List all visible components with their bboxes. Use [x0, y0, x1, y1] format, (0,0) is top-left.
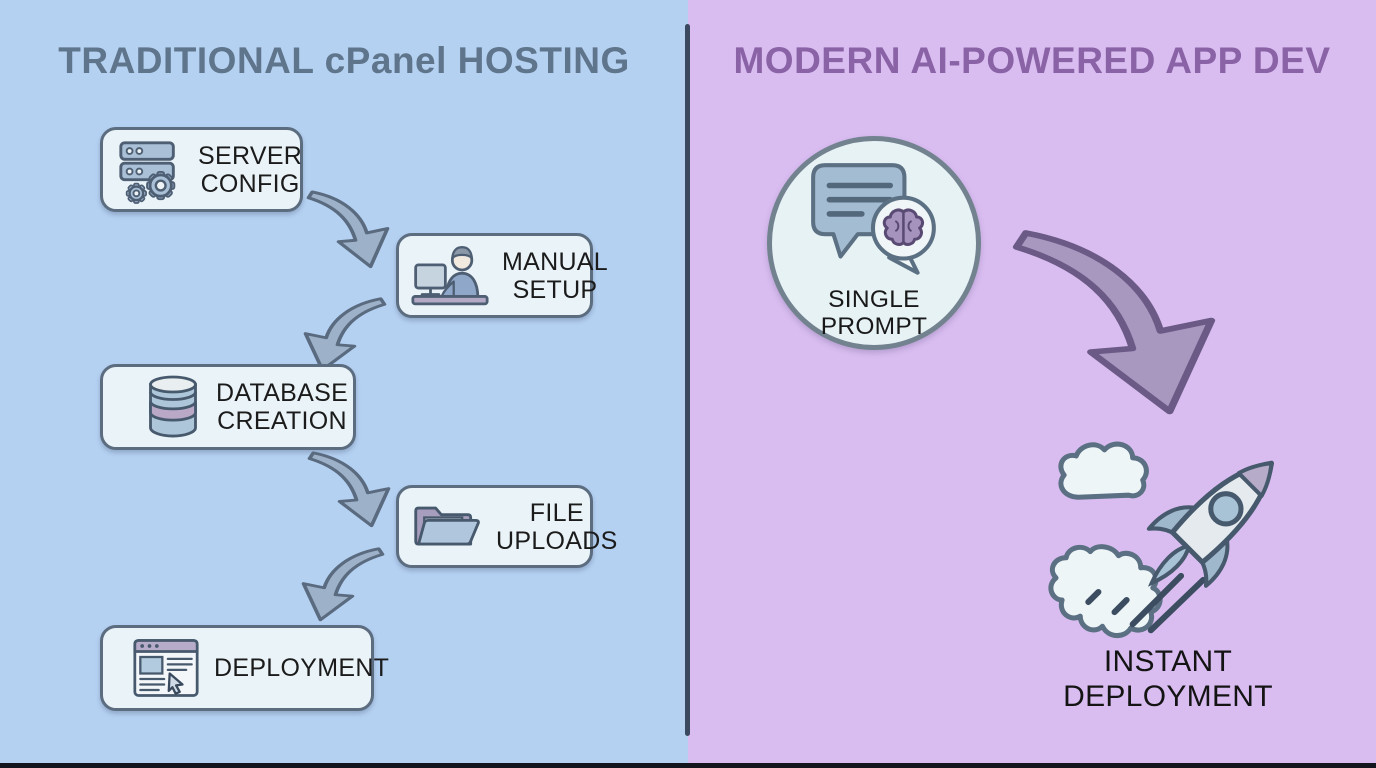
smoke-cloud-icon: [1048, 544, 1163, 639]
right-panel-background: [688, 0, 1376, 768]
cursor-icon: [167, 672, 184, 695]
step-label: DATABASE CREATION: [216, 379, 349, 435]
server-icon: [115, 135, 185, 205]
gear-icon: [125, 170, 176, 204]
big-purple-arrow-icon: [998, 226, 1230, 422]
step-label: DEPLOYMENT: [214, 654, 390, 682]
person-at-computer-icon: [411, 242, 489, 310]
brain-icon: [882, 208, 925, 246]
step-file-uploads: FILE UPLOADS: [396, 485, 617, 568]
database-icon: [143, 373, 203, 441]
right-panel-title: MODERN AI-POWERED APP DEV: [733, 40, 1331, 81]
step-label: MANUAL SETUP: [502, 247, 608, 304]
flow-arrow-icon: [296, 546, 390, 624]
single-prompt-label: SINGLE PROMPT: [820, 286, 928, 340]
rocket-flame-icon: [1147, 543, 1192, 587]
chat-bubble-brain-icon: [803, 157, 945, 285]
flow-arrow-icon: [302, 450, 396, 530]
flow-arrow-icon: [301, 189, 395, 271]
instant-deployment-label: INSTANT DEPLOYMENT: [1063, 645, 1273, 714]
rocket-window-icon: [1208, 491, 1244, 527]
speed-lines-icon: [1085, 572, 1207, 634]
step-label: FILE UPLOADS: [496, 498, 618, 555]
flow-arrow-icon: [298, 296, 392, 374]
rocket-launch-graphic: [1048, 424, 1300, 642]
browser-window-icon: [131, 635, 201, 701]
step-database-creation: DATABASE CREATION: [100, 364, 356, 450]
left-panel-title: TRADITIONAL cPanel HOSTING: [58, 40, 630, 81]
single-prompt-circle: SINGLE PROMPT: [767, 136, 981, 350]
step-label: SERVER CONFIG: [198, 141, 303, 198]
center-divider: [685, 24, 690, 736]
bottom-edge: [0, 763, 1376, 768]
folder-icon: [411, 496, 483, 558]
cloud-icon: [1058, 441, 1149, 500]
step-manual-setup: MANUAL SETUP: [396, 233, 608, 318]
rocket-icon: [1146, 460, 1275, 588]
step-deployment: DEPLOYMENT: [100, 625, 389, 711]
step-server-config: SERVER CONFIG: [100, 127, 303, 212]
